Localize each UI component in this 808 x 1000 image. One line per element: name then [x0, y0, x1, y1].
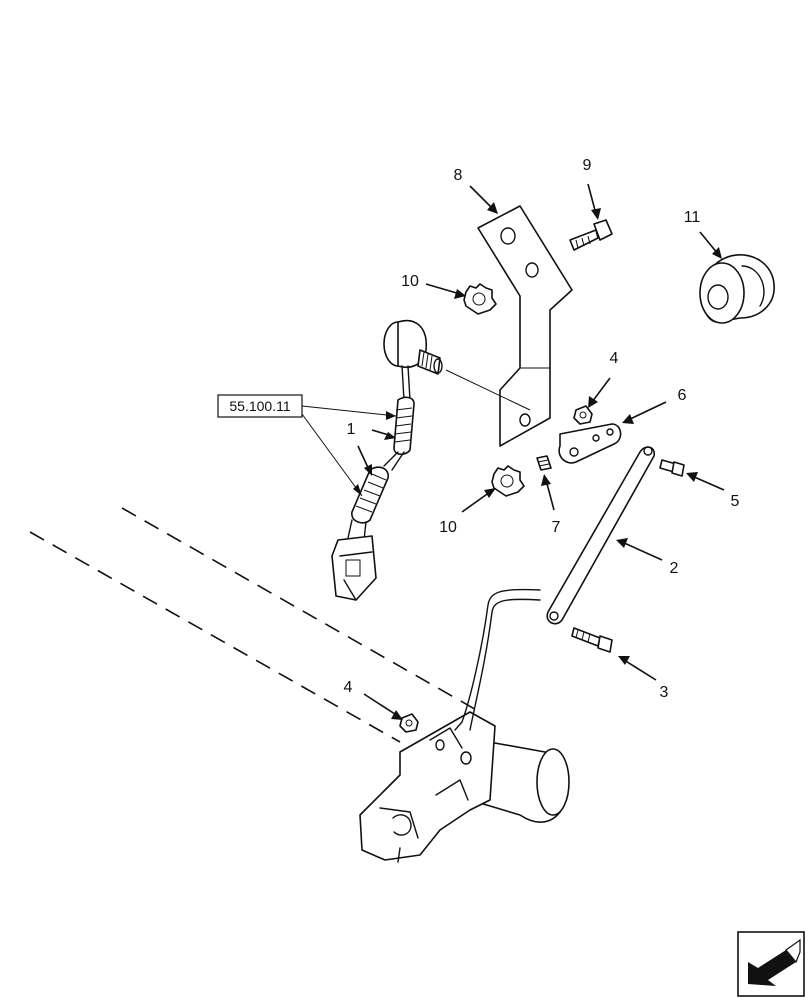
callout-1: 1: [347, 421, 356, 438]
callout-9: 9: [583, 157, 592, 174]
shaft-dashed-outline: [29, 507, 481, 743]
callout-11: 11: [684, 209, 701, 226]
reference-label: 55.100.11: [229, 398, 290, 414]
rubber-cap: [699, 253, 775, 324]
lock-nut-10-lower: [491, 465, 525, 497]
lever-plate: [558, 423, 622, 464]
link-rod: [546, 446, 655, 625]
callout-8: 8: [454, 167, 463, 184]
callout-5: 5: [731, 493, 740, 510]
bolt-3: [571, 627, 613, 653]
set-screw-7: [536, 455, 552, 471]
nut-4-lower: [399, 713, 419, 733]
callout-6: 6: [678, 387, 687, 404]
reference-box[interactable]: 55.100.11: [217, 394, 303, 418]
lift-shaft-assembly: [359, 711, 570, 863]
callout-2: 2: [670, 560, 679, 577]
callout-arrows: [357, 183, 725, 720]
lever-arm: [454, 588, 541, 731]
page-turn-arrow-icon[interactable]: [737, 931, 805, 997]
callout-4-lower: 4: [344, 679, 353, 696]
position-sensor: [331, 319, 531, 601]
callout-7: 7: [552, 519, 561, 536]
callout-labels: 1 2 3 4 4 5 6 7 8 9 10 10 11: [344, 157, 740, 701]
sensor-bracket: [477, 205, 573, 447]
nut-4-upper: [573, 405, 593, 425]
callout-4-upper: 4: [610, 350, 619, 367]
bolt-9: [569, 219, 613, 251]
lock-nut-10-upper: [463, 283, 497, 315]
reference-leaders: [301, 405, 397, 497]
bolt-5: [659, 459, 685, 477]
callout-10-upper: 10: [401, 273, 419, 290]
callout-10-lower: 10: [439, 519, 457, 536]
callout-3: 3: [660, 684, 669, 701]
